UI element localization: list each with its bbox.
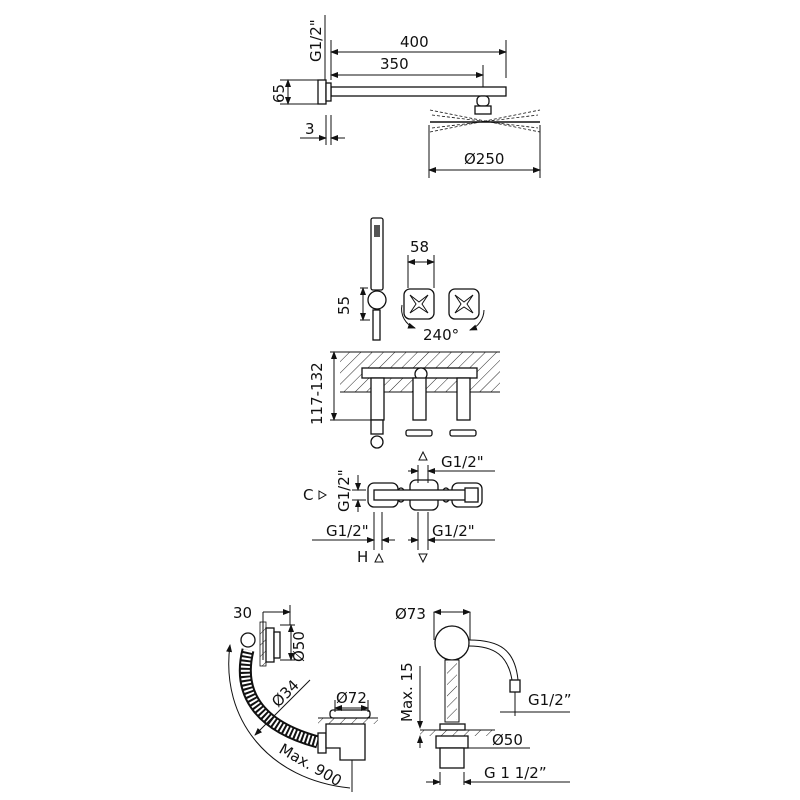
total-length-label: 400: [400, 33, 429, 51]
filler-drawing: Ø73 Max. 15 G1/2” Ø50 G 1 1/2”: [395, 605, 572, 785]
hose-diameter-label: Ø34: [268, 676, 303, 711]
connections-drawing: G1/2" C G1/2" G1/2" G1/2" H: [303, 450, 495, 566]
outlet-thread-label: G1/2": [432, 522, 475, 540]
waste-diameter-label: Ø50: [492, 731, 523, 749]
handle-width-label: 58: [410, 238, 429, 256]
plug-diameter-label: Ø72: [336, 689, 367, 707]
mixer-drawing: 58 55 240° 117-132: [308, 217, 500, 449]
handle-height-label: 55: [335, 296, 353, 315]
rotation-label: 240°: [423, 326, 459, 344]
shower-head-drawing: G1/2" 400 350 65 3 Ø250: [270, 15, 541, 178]
drain-drawing: 30 Ø50 Ø34 Ø72 Max. 900: [226, 604, 378, 792]
outlet-thread-label: G 1 1/2”: [484, 764, 547, 782]
max-height-label: Max. 15: [398, 662, 416, 722]
cold-label: C: [303, 486, 313, 504]
thread-label: G1/2": [307, 19, 325, 62]
inlet-thread-label: G1/2”: [528, 691, 572, 709]
drain-depth-label: 30: [233, 604, 252, 622]
deck-thickness-label: 117-132: [308, 362, 326, 425]
overflow-diameter-label: Ø50: [290, 631, 308, 662]
flange-label: 65: [270, 84, 288, 103]
diameter-label: Ø250: [464, 150, 504, 168]
arm-length-label: 350: [380, 55, 409, 73]
side-thread-label: G1/2": [335, 469, 353, 512]
hot-label: H: [357, 548, 368, 566]
thickness-label: 3: [305, 120, 315, 138]
top-thread-label: G1/2": [441, 453, 484, 471]
body-diameter-label: Ø73: [395, 605, 426, 623]
hot-thread-label: G1/2": [326, 522, 369, 540]
